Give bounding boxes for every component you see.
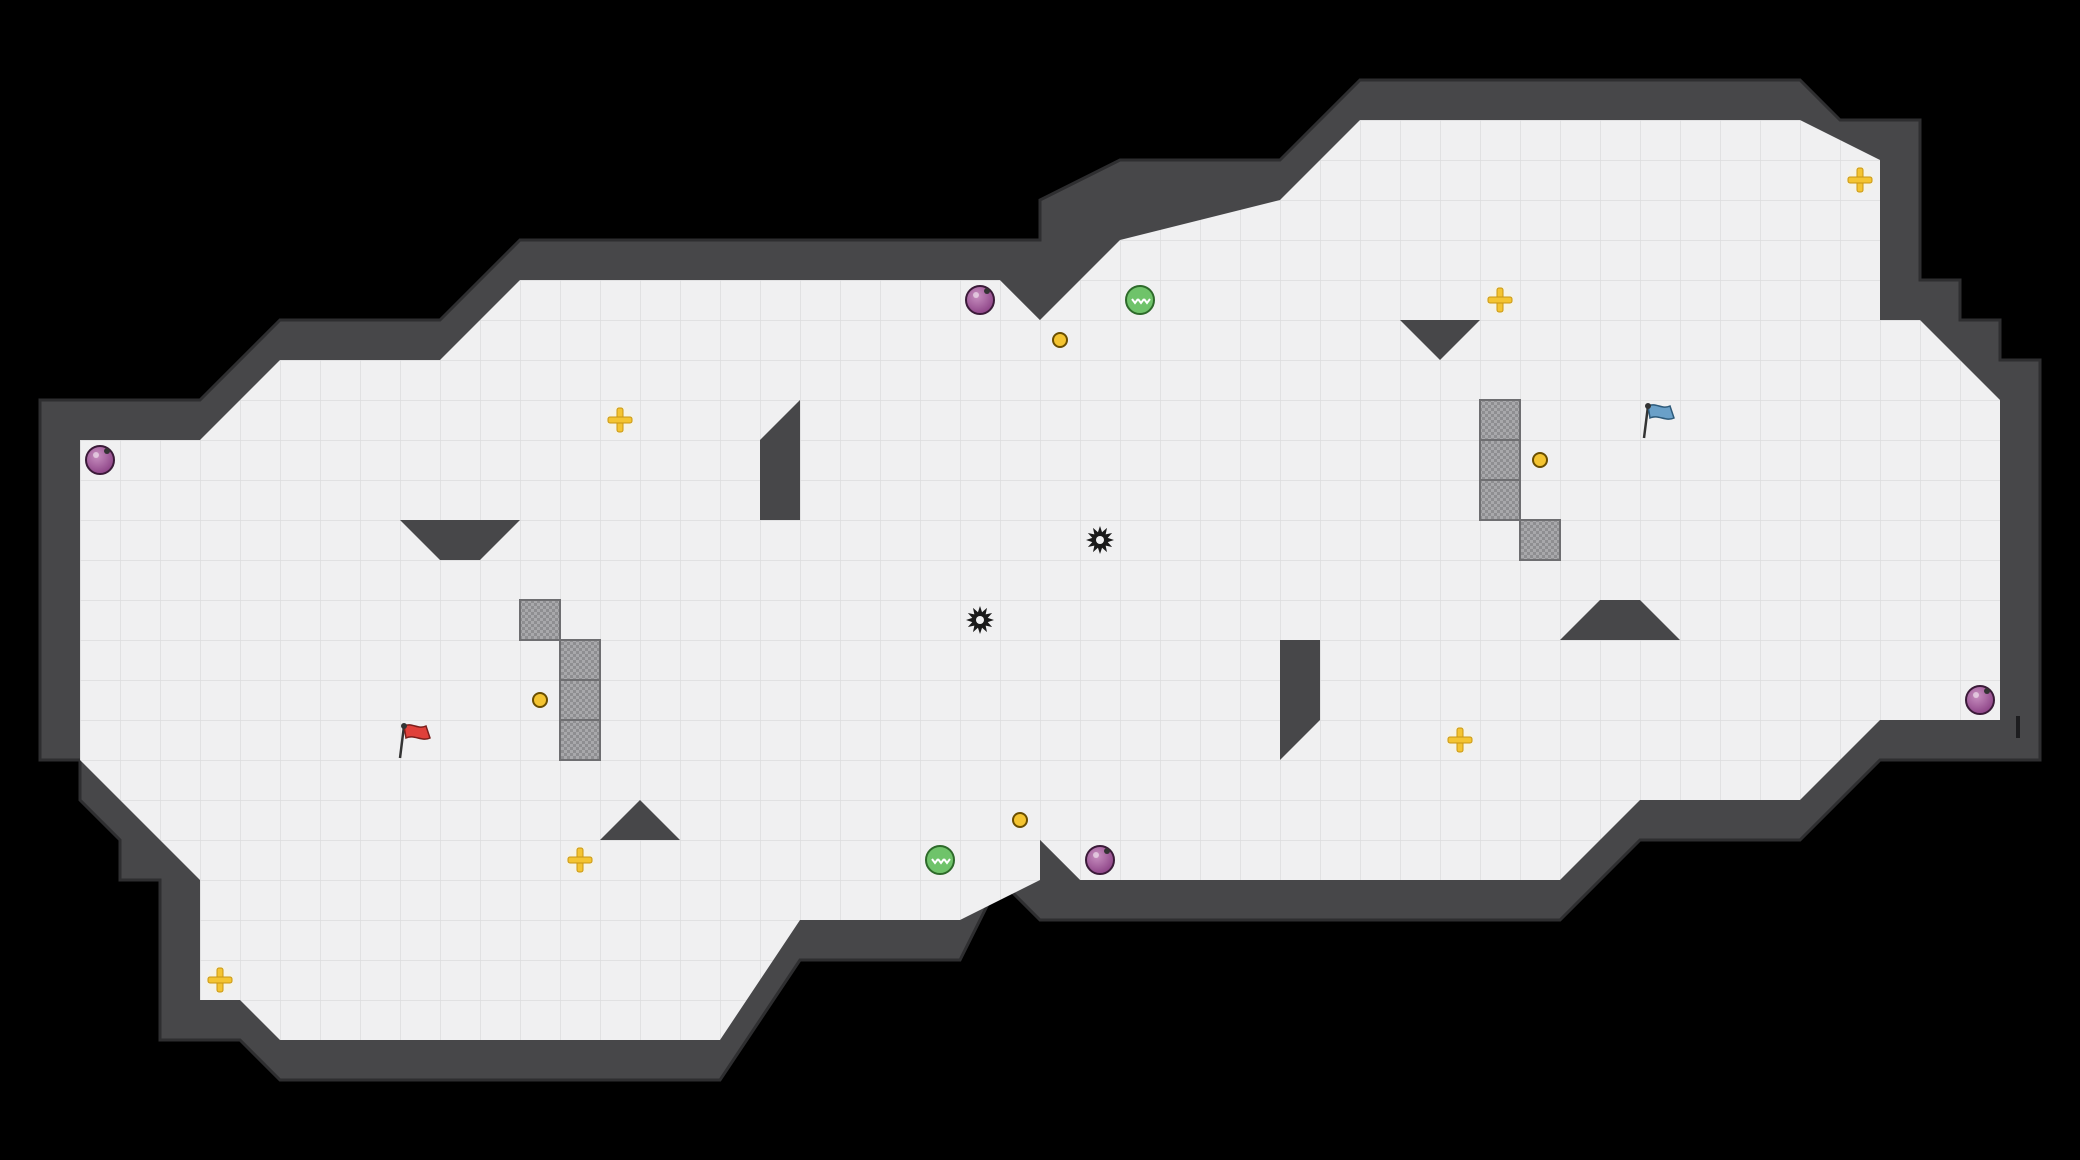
grate-tiles-left [519,599,601,761]
wall-obstacle-right-trapezoid [1560,600,1680,640]
arena-floor [80,120,2000,1040]
speed-pads [925,285,1155,875]
blue-flag-icon[interactable] [1642,403,1675,439]
bomb-icon[interactable] [85,445,115,475]
boost-dot-icon[interactable] [532,692,548,708]
grate-tile-icon [559,719,601,761]
wall-obstacle-top-triangle [1400,320,1480,360]
powerup-cross-icon[interactable] [1484,284,1516,316]
powerup-cross-icon[interactable] [604,404,636,436]
grate-tile-icon [519,599,561,641]
grate-tile-icon [559,639,601,681]
powerups [204,164,1876,996]
bombs [85,285,1995,875]
speed-pad-icon[interactable] [925,845,955,875]
spike-icon [966,606,994,634]
bomb-icon[interactable] [965,285,995,315]
bomb-icon[interactable] [1085,845,1115,875]
powerup-cross-icon[interactable] [564,844,596,876]
boost-dot-icon[interactable] [1052,332,1068,348]
grate-tile-icon [1479,399,1521,441]
spike-icon [1086,526,1114,554]
grate-tiles-right [1479,399,1561,561]
powerup-cross-icon[interactable] [1844,164,1876,196]
wall-corner-bottom-center [1040,840,1080,880]
speed-pad-icon[interactable] [1125,285,1155,315]
boost-dot-icon[interactable] [1012,812,1028,828]
spikes [966,526,1114,634]
grate-tile-icon [1479,479,1521,521]
bomb-icon[interactable] [1965,685,1995,715]
powerup-cross-icon[interactable] [204,964,236,996]
powerup-cross-icon[interactable] [1444,724,1476,756]
wall-obstacle-left-trapezoid [400,520,520,560]
grate-tile-icon [1519,519,1561,561]
grate-tile-icon [1479,439,1521,481]
boost-dots [532,332,1548,828]
red-flag-icon[interactable] [398,723,431,759]
wall-corner-top-center [1000,280,1040,320]
wall-obstacle-bottom-triangle [600,800,680,840]
gate-marker [2016,716,2020,738]
wall-obstacle-right-pillar [1280,640,1320,760]
grate-tile-icon [559,679,601,721]
wall-obstacle-left-pillar [760,400,800,520]
boost-dot-icon[interactable] [1532,452,1548,468]
